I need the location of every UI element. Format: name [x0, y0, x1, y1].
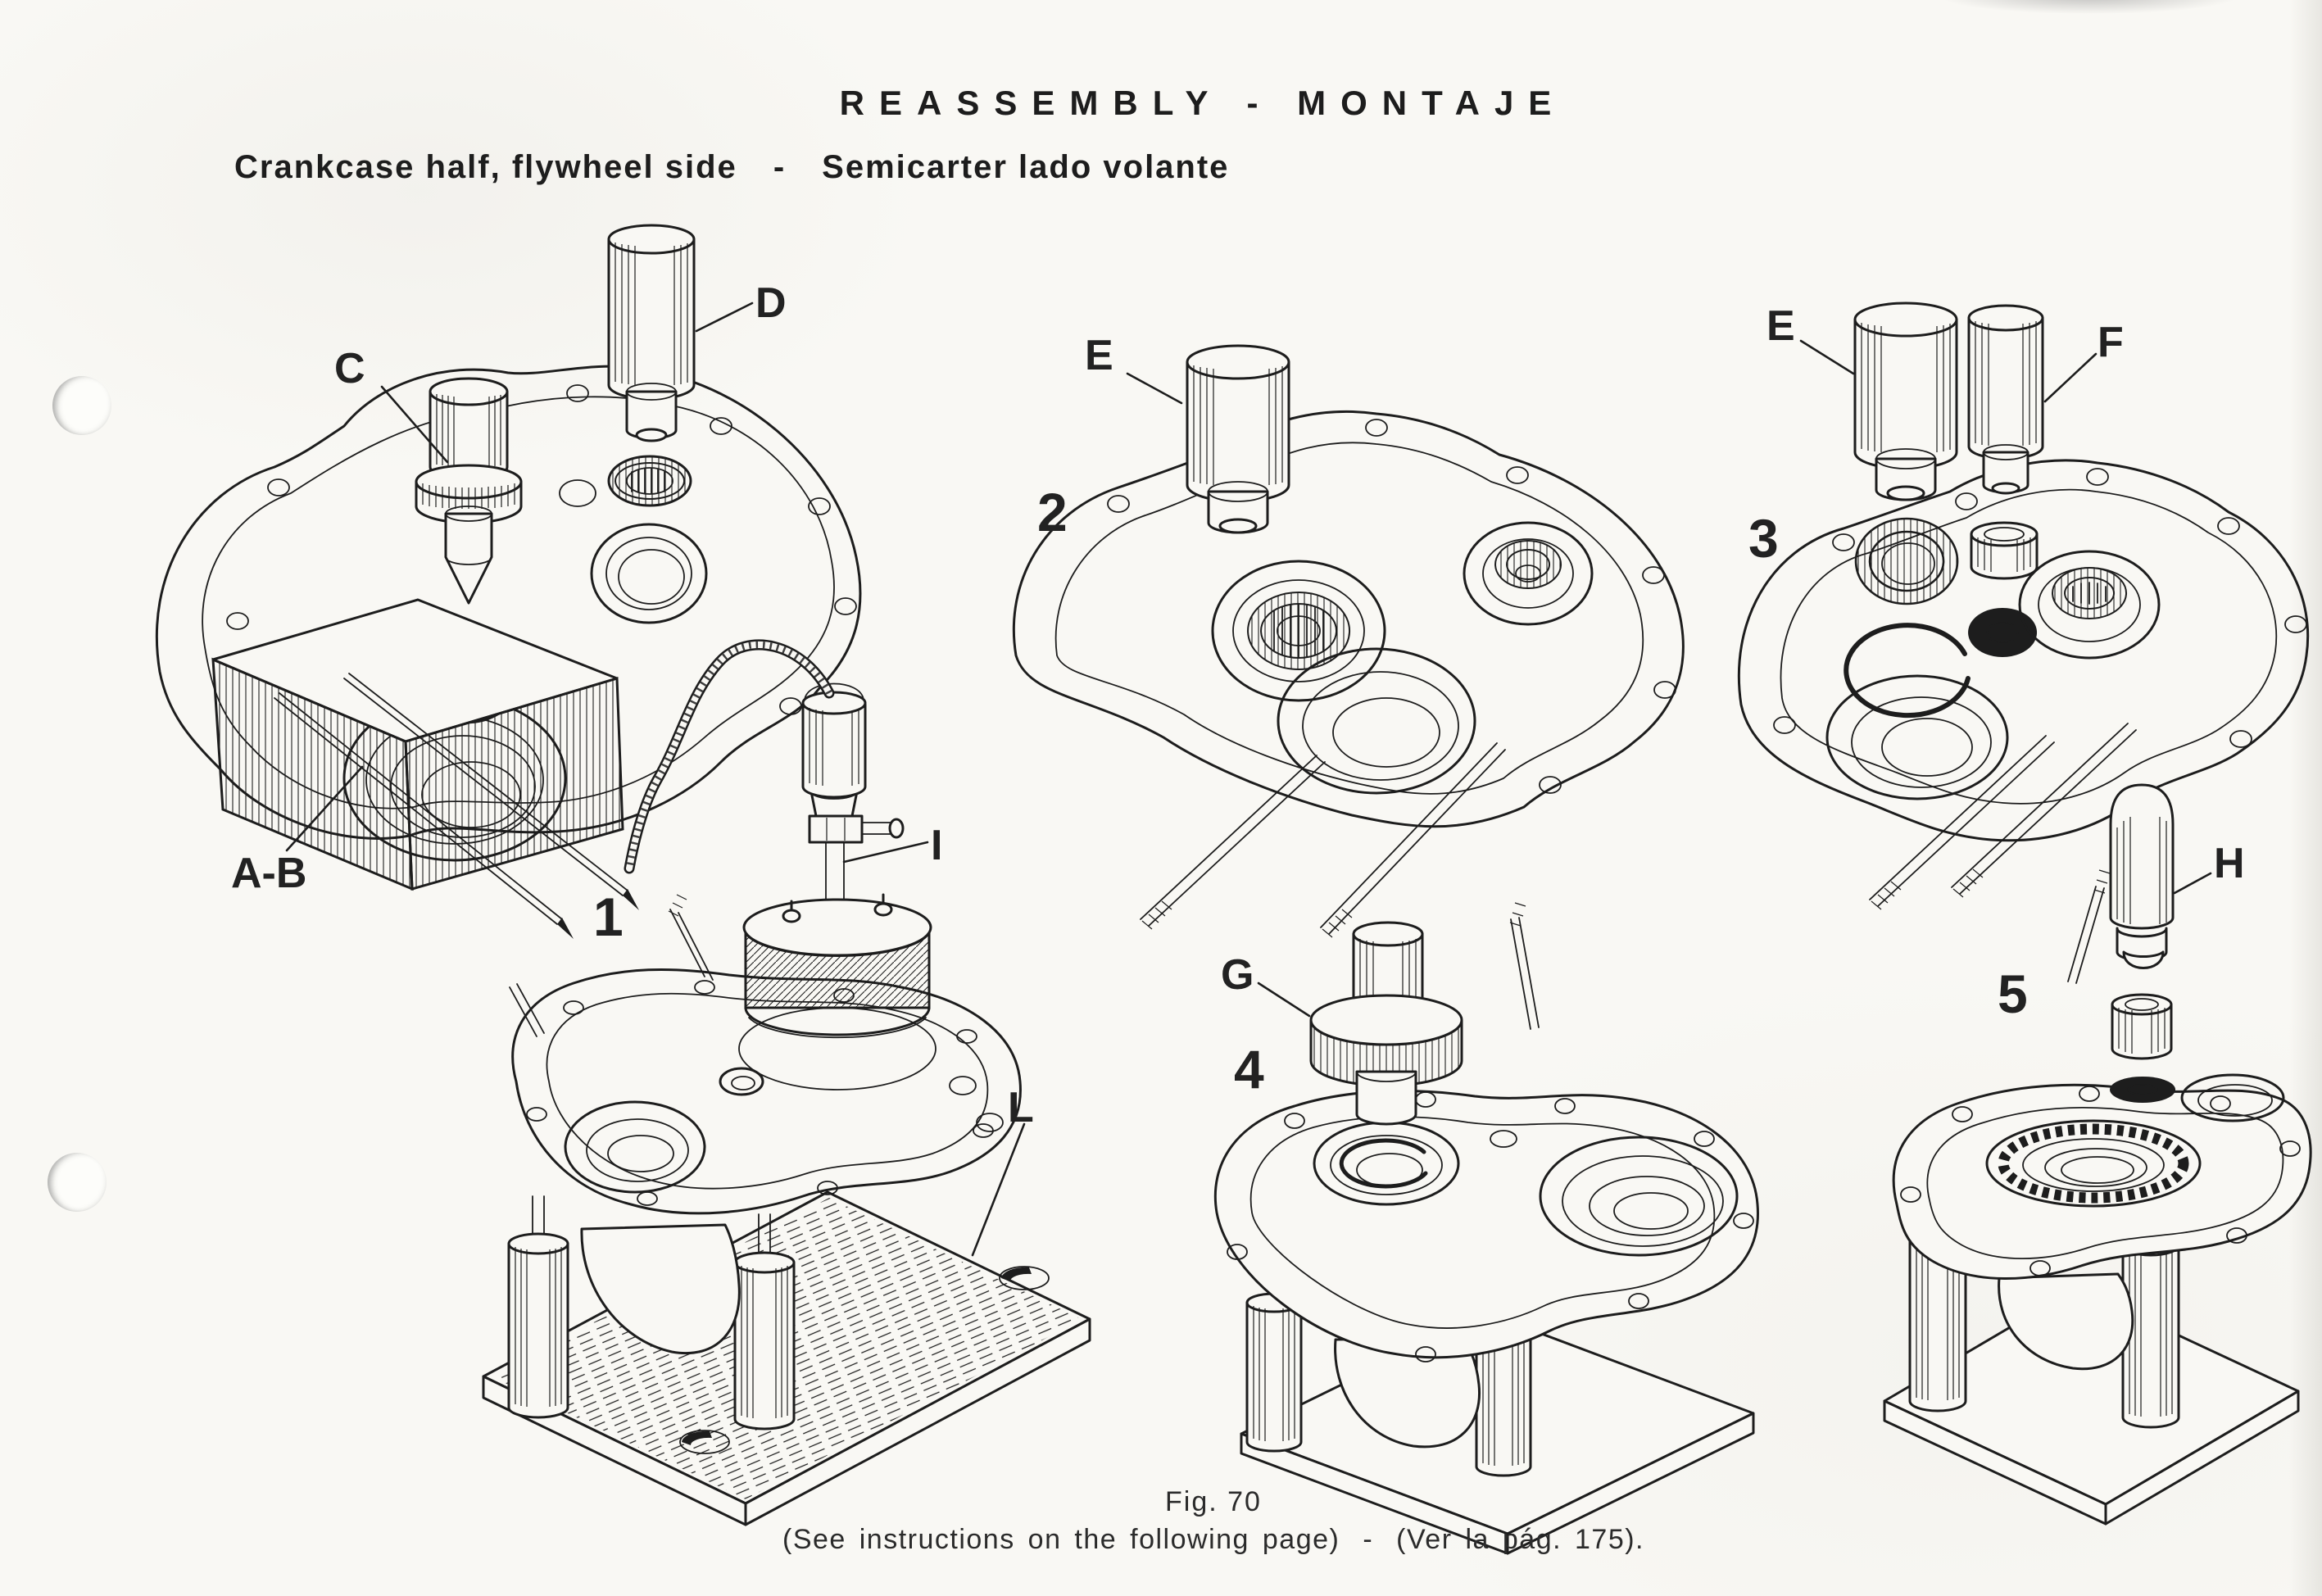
drift-tool-d	[607, 224, 696, 442]
callout-label-ab: A-B	[231, 850, 307, 897]
wood-block	[211, 598, 624, 891]
drift-tool-f	[1967, 304, 2044, 495]
illustration-step-1	[482, 639, 1091, 1526]
drift-tool-g	[1309, 921, 1463, 1126]
callout-label-e-step2: E	[1085, 332, 1113, 379]
subtitle-spanish: Semicarter lado volante	[822, 149, 1230, 185]
callout-label-h: H	[2214, 840, 2245, 887]
scan-edge-shadow	[2289, 0, 2322, 1596]
bolt-holes	[1900, 1086, 2301, 1276]
callout-label-i: I	[931, 822, 943, 869]
footnote-spanish: (Ver la pág. 175).	[1396, 1524, 1645, 1555]
drift-tool-c	[415, 377, 523, 605]
figure-footnote: (See instructions on the following page)…	[782, 1524, 1644, 1556]
page-title: REASSEMBLY - MONTAJE	[839, 84, 1567, 122]
illustration-step-4	[1213, 902, 1759, 1555]
subtitle-english: Crankcase half, flywheel side	[234, 149, 737, 185]
spacer-bush	[1970, 521, 2039, 580]
callout-label-f: F	[2098, 319, 2124, 366]
illustration-step-5	[1883, 783, 2312, 1526]
bearing-heater-tool-i	[624, 639, 932, 1039]
alignment-rods	[274, 673, 639, 939]
punch-hole-top	[52, 376, 111, 435]
step-number-5: 5	[1998, 963, 2028, 1024]
punch-hole-bottom	[48, 1153, 107, 1212]
roller-bearing	[607, 455, 692, 507]
figure-caption: Fig. 70	[1165, 1486, 1262, 1517]
bolt-holes	[1773, 468, 2307, 748]
support-pillars	[507, 1195, 796, 1431]
callout-label-d: D	[755, 279, 787, 327]
scan-smudge	[1909, 0, 2270, 23]
studs	[1869, 723, 2137, 910]
section-subtitle: Crankcase half, flywheel side - Semicart…	[234, 149, 1229, 186]
footnote-dash: -	[1363, 1524, 1374, 1555]
drift-tool-e	[1853, 302, 1958, 501]
drift-tool-h	[2109, 783, 2175, 969]
step-number-2: 2	[1037, 482, 1068, 542]
illustration-crankcase-on-block	[155, 224, 862, 939]
callout-label-c: C	[334, 345, 365, 392]
step-number-3: 3	[1748, 508, 1779, 569]
bolt-holes	[1227, 1091, 1754, 1362]
drift-tool-e	[1186, 344, 1290, 534]
subtitle-dash: -	[773, 149, 787, 185]
callout-label-l: L	[1008, 1084, 1034, 1131]
step-number-1: 1	[593, 886, 624, 947]
studs	[1140, 742, 1506, 938]
callout-label-g: G	[1221, 951, 1254, 999]
step-number-4: 4	[1234, 1039, 1264, 1100]
callout-label-e-step3: E	[1766, 302, 1795, 350]
bearing-bush	[2111, 993, 2173, 1060]
illustration-step-3	[1737, 302, 2310, 910]
footnote-english: (See instructions on the following page)	[782, 1524, 1340, 1555]
illustration-step-2	[1012, 344, 1685, 938]
